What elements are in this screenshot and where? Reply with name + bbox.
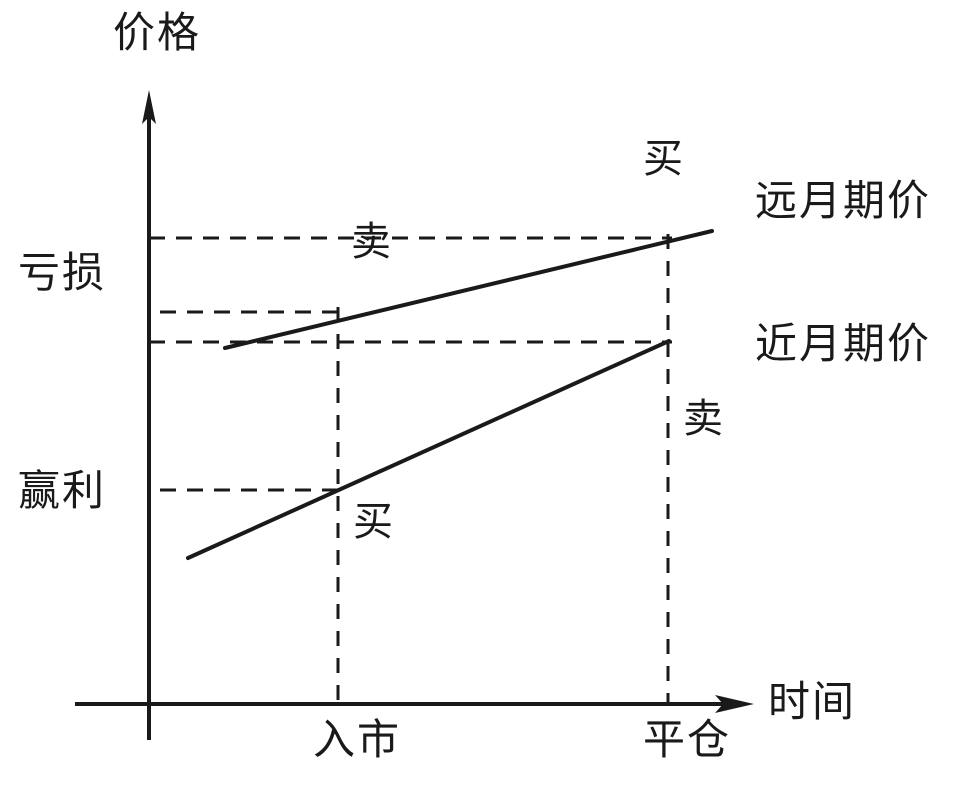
action-label-buy-far: 买 [643, 136, 685, 182]
action-label-sell-near: 卖 [683, 396, 725, 442]
horizontal-reference-lines [149, 236, 672, 492]
series-line-far-month [223, 229, 714, 350]
y-axis-arrow-icon [142, 90, 156, 124]
x-tick-label-exit: 平仓 [643, 715, 732, 764]
x-tick-label-entry: 入市 [313, 715, 402, 764]
profit-region-label: 赢利 [18, 466, 107, 515]
series-label-near-month: 近月期价 [755, 319, 932, 368]
action-label-buy-near: 买 [353, 499, 395, 545]
series-line-near-month [186, 339, 671, 560]
vertical-reference-lines [336, 234, 670, 704]
x-axis-arrow-icon [715, 695, 754, 713]
y-axis-label: 价格 [113, 8, 202, 57]
x-axis-label: 时间 [768, 677, 857, 726]
x-axis [75, 695, 754, 713]
series-label-far-month: 远月期价 [755, 176, 932, 225]
action-label-sell-far: 卖 [351, 219, 393, 265]
loss-region-label: 亏损 [18, 248, 107, 297]
y-axis [142, 90, 156, 740]
